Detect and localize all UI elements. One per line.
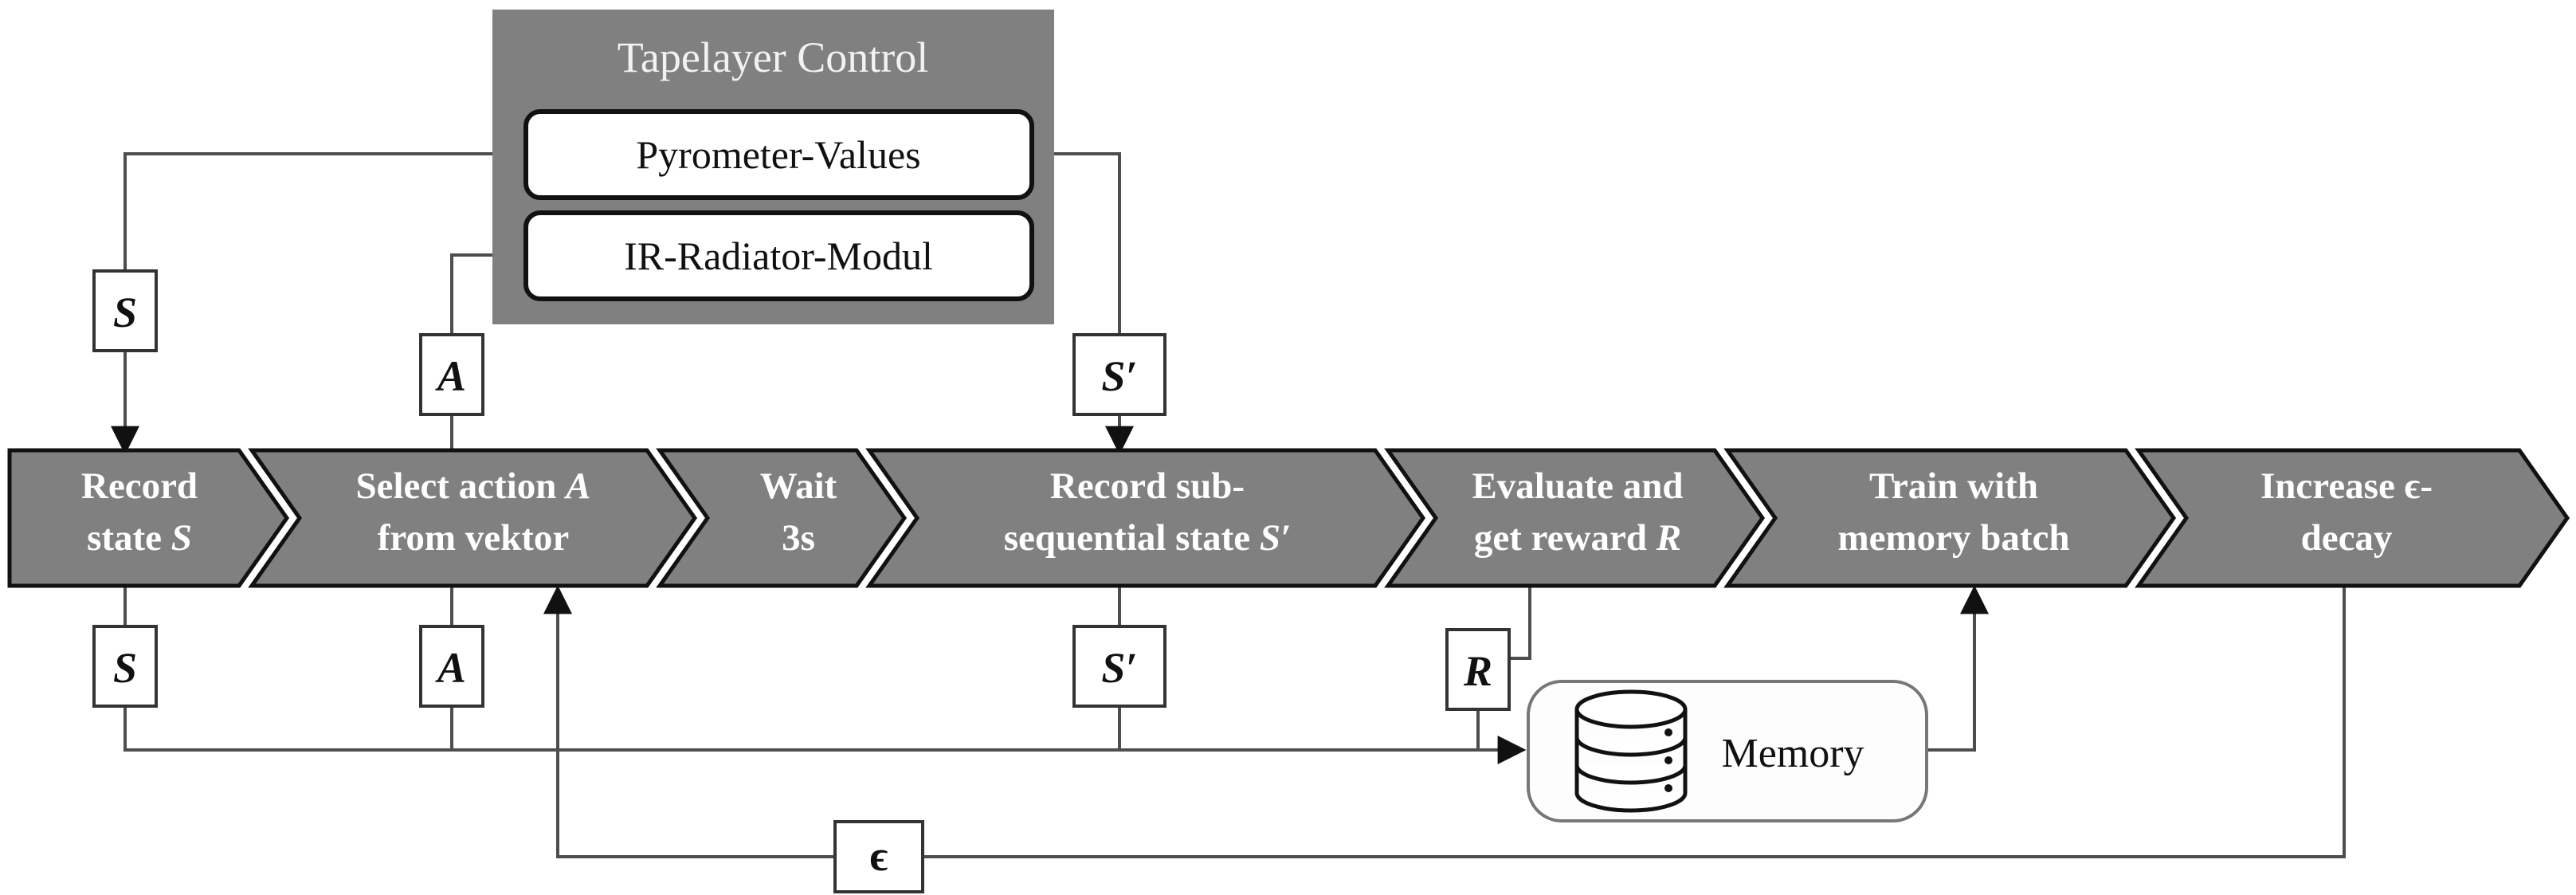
process-step-evaluate-reward[interactable]: Evaluate and get reward R [1384, 448, 1766, 588]
step-4-line-2-text: sequential state [1004, 517, 1260, 559]
edge-epsilon-feedback [543, 585, 2346, 858]
label-a-top: A [419, 333, 484, 416]
label-s-bottom-box [92, 625, 158, 708]
process-step-record-next-state[interactable]: Record sub- sequential state S′ [865, 448, 1426, 588]
step-3-line-2: 3s [782, 517, 815, 559]
step-2-line-2: from vektor [378, 517, 570, 559]
tapelayer-control-title: Tapelayer Control [618, 33, 929, 81]
label-sprime-top-box [1072, 333, 1166, 416]
ir-radiator-label: IR-Radiator-Modul [624, 234, 933, 278]
step-4-symbol: S′ [1260, 517, 1291, 559]
chevron-shape-6[interactable] [1723, 448, 2177, 588]
label-a-bottom-box [419, 625, 484, 708]
chevron-shape-4[interactable] [865, 448, 1426, 588]
step-4-line-1: Record sub- [1050, 465, 1245, 507]
edge-label-layer: S A S′ S A S′ [92, 269, 1511, 893]
label-a-top-text: A [435, 352, 466, 400]
module-pyrometer[interactable]: Pyrometer-Values [523, 109, 1034, 200]
process-chevron-band: Record state S Select action A from vekt… [7, 448, 2570, 588]
chevron-shape-1[interactable] [7, 448, 290, 588]
memory-store[interactable]: Memory [1527, 680, 1928, 822]
edge-memory-to-train [1927, 585, 1989, 752]
step-2-line-1: Select action A [356, 465, 591, 507]
step-5-line-1: Evaluate and [1472, 465, 1683, 507]
process-step-select-action[interactable]: Select action A from vektor [248, 448, 698, 588]
step-1-line-1: Record [81, 465, 198, 507]
label-s-top-text: S [113, 289, 137, 336]
label-sprime-top: S′ [1072, 333, 1166, 416]
step-2-line-1-text: Select action [356, 465, 567, 507]
edge-s-bottom [124, 586, 1527, 764]
module-ir-radiator[interactable]: IR-Radiator-Modul [523, 210, 1034, 301]
ir-radiator-box[interactable] [523, 210, 1034, 301]
memory-label: Memory [1721, 731, 1864, 776]
step-1-line-2-text: state [87, 517, 171, 559]
label-r-bottom-box [1445, 628, 1511, 711]
tapelayer-control-group: Tapelayer Control Pyrometer-Values IR-Ra… [492, 10, 1054, 324]
step-7-line-1: Increase ϵ- [2260, 465, 2433, 507]
label-a-bottom-text: A [435, 644, 466, 692]
label-r-bottom-text: R [1463, 647, 1492, 695]
step-1-symbol: S [171, 517, 192, 559]
pyrometer-box[interactable] [523, 109, 1034, 200]
step-4-line-2: sequential state S′ [1004, 517, 1292, 559]
step-5-line-2-text: get reward [1474, 517, 1657, 559]
step-6-line-2: memory batch [1837, 517, 2069, 559]
database-icon [1574, 689, 1688, 813]
label-a-bottom: A [419, 625, 484, 708]
pyrometer-label: Pyrometer-Values [636, 132, 920, 177]
label-r-bottom: R [1445, 628, 1511, 711]
label-s-bottom: S [92, 625, 158, 708]
label-s-top: S [92, 269, 158, 352]
step-5-symbol: R [1656, 517, 1681, 559]
step-2-symbol: A [563, 465, 590, 507]
process-step-train-memory[interactable]: Train with memory batch [1723, 448, 2177, 588]
label-s-top-box [92, 269, 158, 352]
label-sprime-top-text: S′ [1101, 352, 1137, 400]
chevron-shape-7[interactable] [2135, 448, 2570, 588]
label-a-top-box [419, 333, 484, 416]
chevron-shape-2[interactable] [248, 448, 698, 588]
label-sprime-bottom-text: S′ [1101, 644, 1137, 692]
label-sprime-bottom-box [1072, 625, 1166, 708]
step-7-line-2: decay [2301, 517, 2393, 559]
process-step-record-state[interactable]: Record state S [7, 448, 290, 588]
step-1-line-2: state S [87, 517, 192, 559]
step-3-line-1: Wait [760, 465, 837, 507]
label-sprime-bottom: S′ [1072, 625, 1166, 708]
label-epsilon: ϵ [833, 820, 924, 893]
step-5-line-2: get reward R [1474, 517, 1681, 559]
chevron-shape-5[interactable] [1384, 448, 1766, 588]
process-step-increase-epsilon[interactable]: Increase ϵ- decay [2135, 448, 2570, 588]
label-epsilon-box [833, 820, 924, 893]
label-s-bottom-text: S [113, 644, 137, 692]
label-epsilon-text: ϵ [870, 832, 888, 880]
chevron-shape-3[interactable] [656, 448, 908, 588]
process-step-wait[interactable]: Wait 3s [656, 448, 908, 588]
step-6-line-1: Train with [1869, 465, 2038, 507]
